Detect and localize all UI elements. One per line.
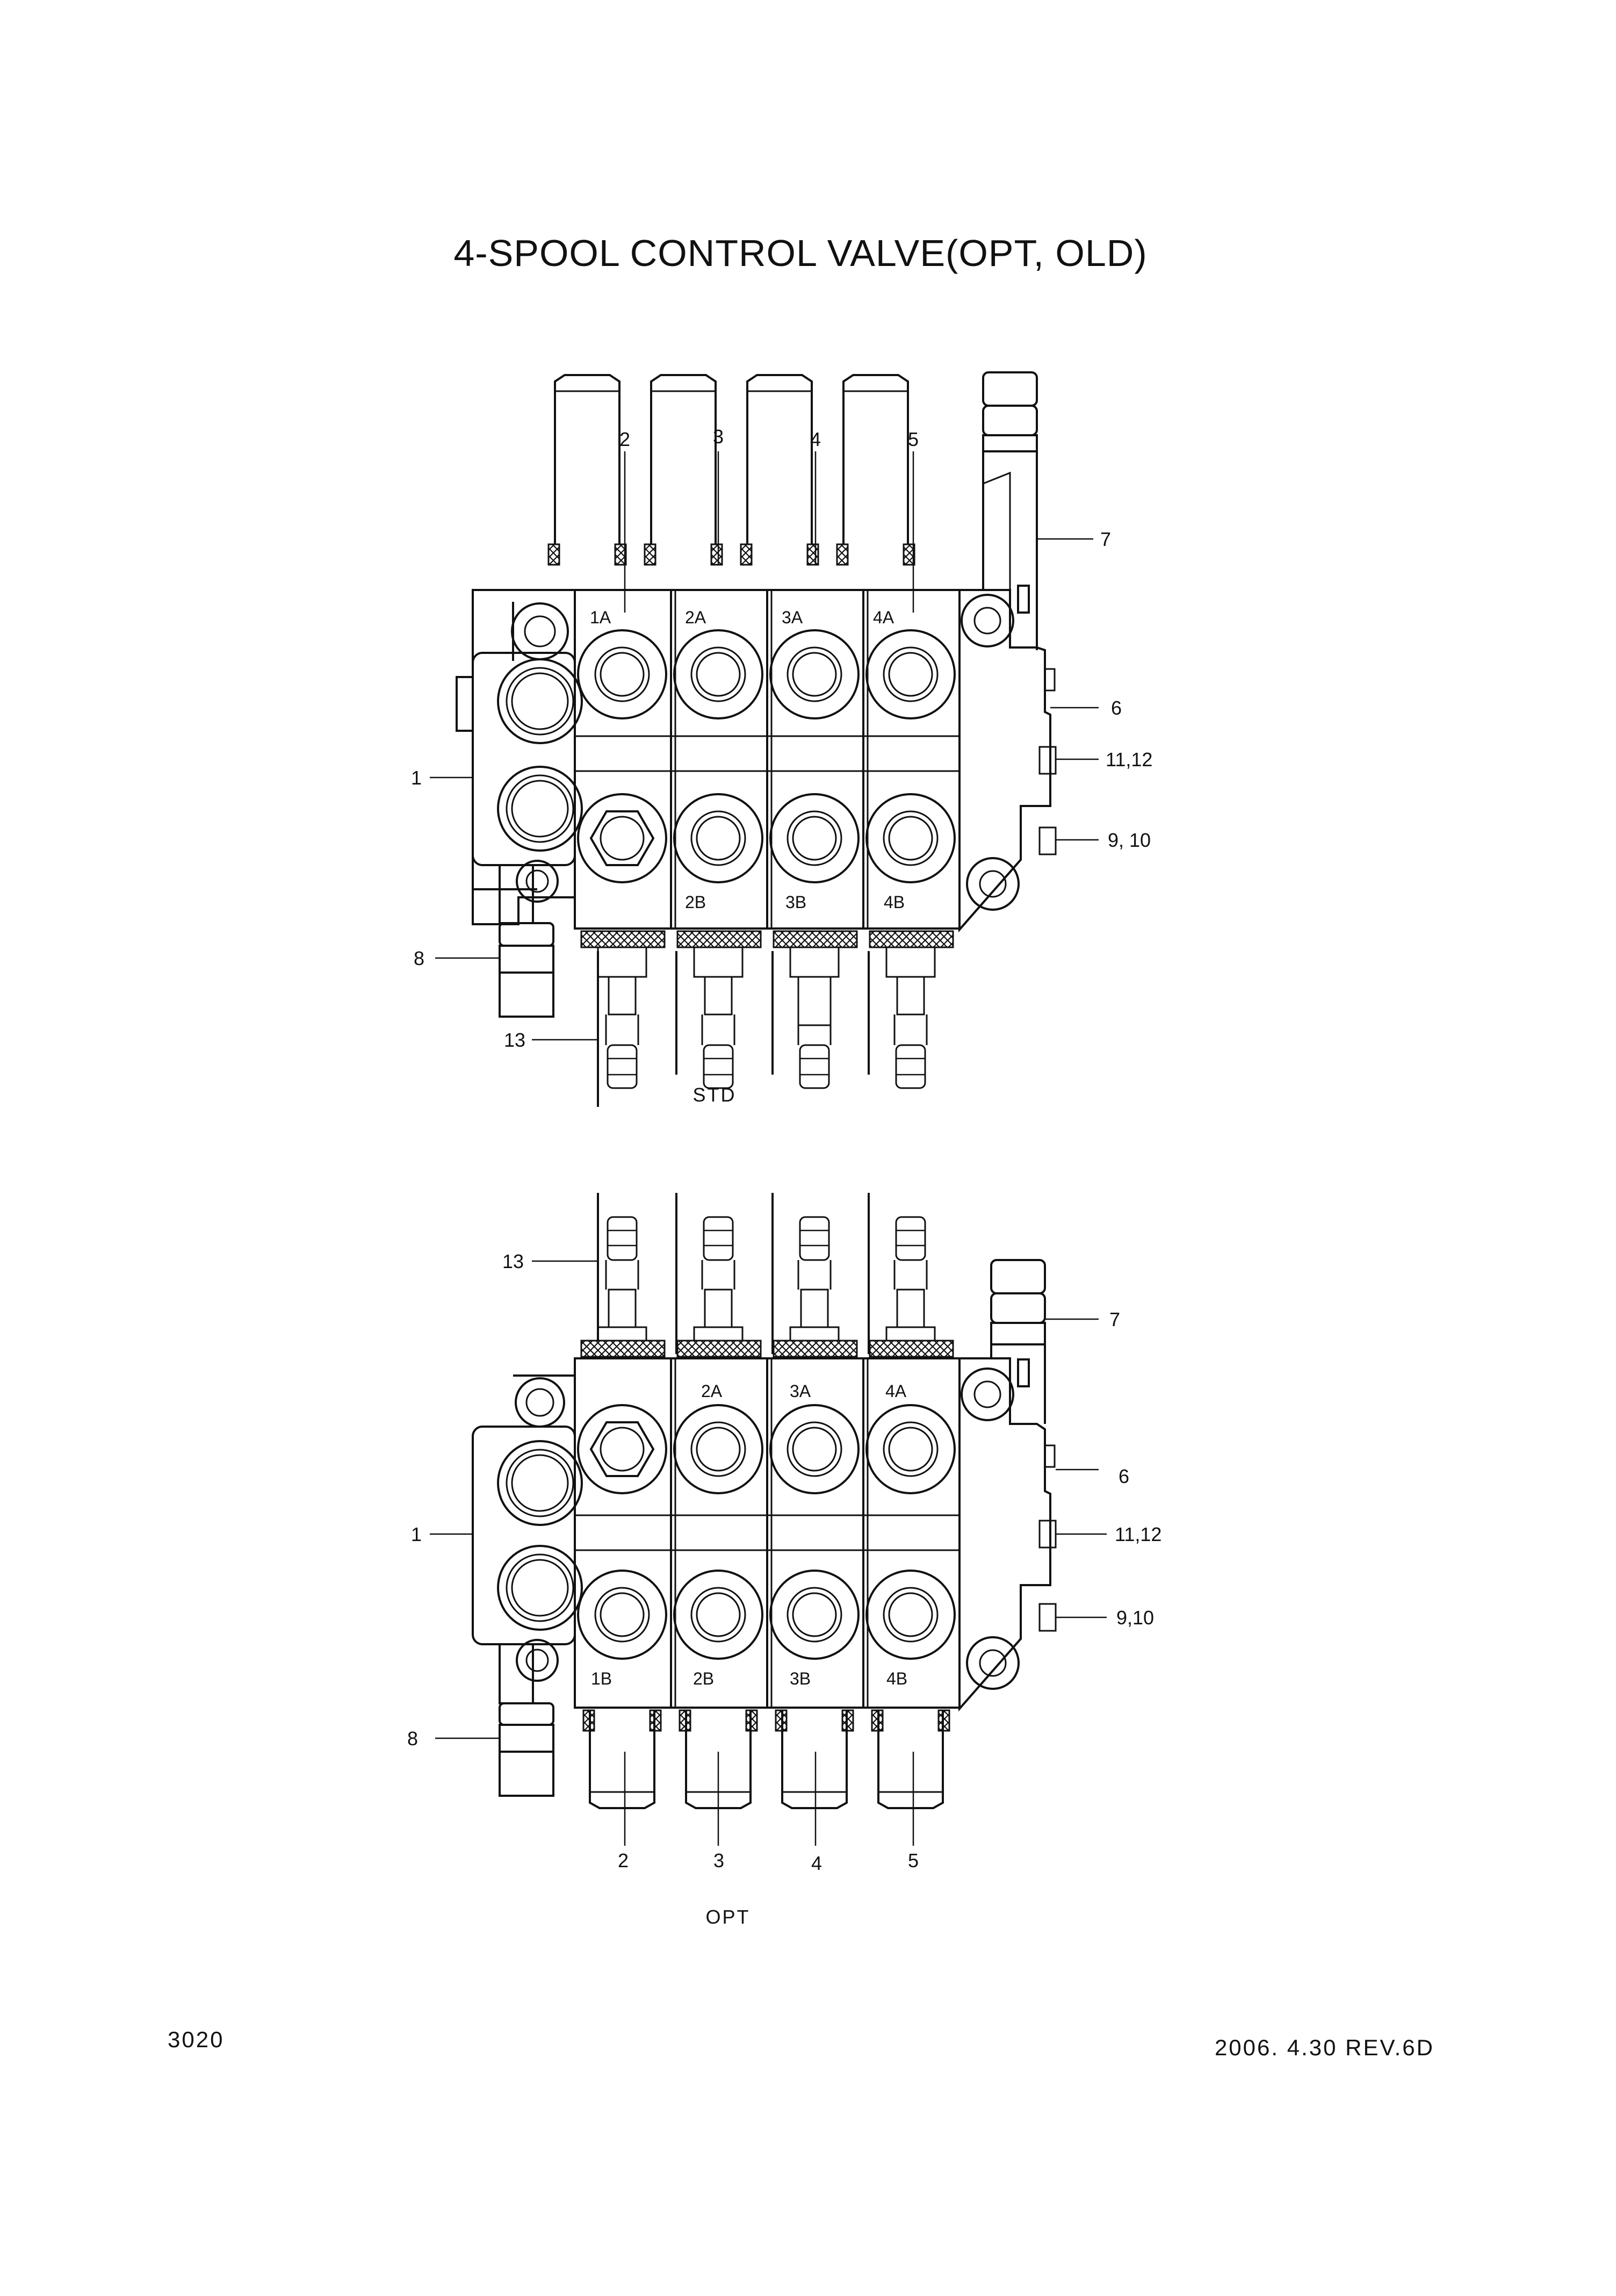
page-title: 4-SPOOL CONTROL VALVE(OPT, OLD) — [453, 232, 1147, 274]
revision-date: 2006. 4.30 REV.6D — [1215, 2035, 1434, 2060]
callout-fitting: 8 — [407, 1728, 418, 1750]
port-label: 2A — [701, 1381, 723, 1401]
port-label: 4A — [873, 608, 894, 627]
opt-inlet-section — [472, 1374, 583, 1682]
opt-end-cover — [958, 1357, 1057, 1712]
std-bottom-spools — [580, 930, 954, 1107]
port-label: 3A — [790, 1381, 811, 1401]
opt-valve-view: 2A 3A 4A 1B 2B 3B 4B — [407, 1193, 1162, 1928]
opt-view-caption: OPT — [705, 1906, 750, 1928]
std-end-cover — [958, 589, 1057, 933]
std-view-caption: STD — [693, 1084, 737, 1106]
opt-callout-leaders — [430, 1260, 1107, 1846]
port-label: 3A — [782, 608, 803, 627]
callout-bolt-b: 9, 10 — [1108, 829, 1151, 851]
opt-valve-sections — [574, 1357, 961, 1709]
callout-end-cover: 6 — [1111, 697, 1122, 719]
callout-relief: 7 — [1100, 528, 1111, 550]
callout-inlet: 1 — [411, 767, 422, 789]
std-spool-caps — [547, 374, 915, 566]
std-a-ports — [577, 629, 956, 719]
std-inlet-ports — [456, 652, 583, 866]
std-port-labels: 1A 2A 3A 4A 2B 3B 4B — [590, 608, 905, 912]
opt-top-levers — [580, 1193, 954, 1358]
callout-inlet: 1 — [411, 1523, 422, 1545]
std-inlet-section — [472, 589, 576, 925]
port-label: 4A — [885, 1381, 907, 1401]
std-callout-leaders — [430, 451, 1099, 1041]
opt-callouts: 2 3 4 5 13 7 6 1 11,12 9,10 8 — [407, 1250, 1162, 1874]
page-number: 3020 — [168, 2027, 224, 2052]
callout-spool: 2 — [619, 428, 630, 450]
callout-bolt-b: 9,10 — [1116, 1607, 1154, 1629]
opt-port-labels: 2A 3A 4A 1B 2B 3B 4B — [591, 1381, 907, 1688]
port-label: 3B — [785, 893, 806, 912]
std-b-ports — [577, 793, 956, 883]
callout-spool: 4 — [810, 428, 821, 450]
callout-bolt-a: 11,12 — [1115, 1523, 1162, 1545]
callout-spool: 2 — [618, 1849, 629, 1872]
port-label: 2B — [693, 1669, 714, 1688]
port-label: 2A — [685, 608, 706, 627]
callout-spool: 3 — [713, 426, 724, 448]
callout-lever: 13 — [502, 1250, 524, 1272]
port-label: 1A — [590, 608, 611, 627]
callout-lever: 13 — [504, 1029, 525, 1051]
callout-spool: 5 — [908, 1849, 919, 1872]
callout-bolt-a: 11,12 — [1106, 748, 1152, 771]
callout-relief: 7 — [1109, 1308, 1120, 1330]
callout-spool: 3 — [713, 1849, 724, 1872]
port-label: 2B — [685, 893, 706, 912]
std-valve-sections — [574, 589, 961, 930]
std-callouts: 2 3 4 5 1 7 6 11,12 9, 10 8 13 — [411, 426, 1152, 1051]
opt-fitting-8 — [499, 1643, 554, 1797]
port-label: 4B — [884, 893, 905, 912]
std-relief-valve-7 — [982, 371, 1038, 650]
port-label: 1B — [591, 1669, 612, 1688]
opt-a-ports — [577, 1404, 956, 1494]
callout-fitting: 8 — [414, 947, 424, 969]
std-valve-view: 1A 2A 3A 4A 2B 3B 4B — [411, 371, 1152, 1107]
callout-spool: 5 — [908, 428, 919, 450]
callout-end-cover: 6 — [1119, 1465, 1129, 1487]
opt-b-ports — [577, 1570, 956, 1660]
port-label: 4B — [886, 1669, 907, 1688]
port-label: 3B — [790, 1669, 811, 1688]
callout-spool: 4 — [811, 1852, 822, 1874]
opt-spool-caps — [582, 1709, 950, 1809]
std-fitting-8 — [499, 864, 554, 1018]
opt-relief-valve-7 — [990, 1259, 1046, 1424]
